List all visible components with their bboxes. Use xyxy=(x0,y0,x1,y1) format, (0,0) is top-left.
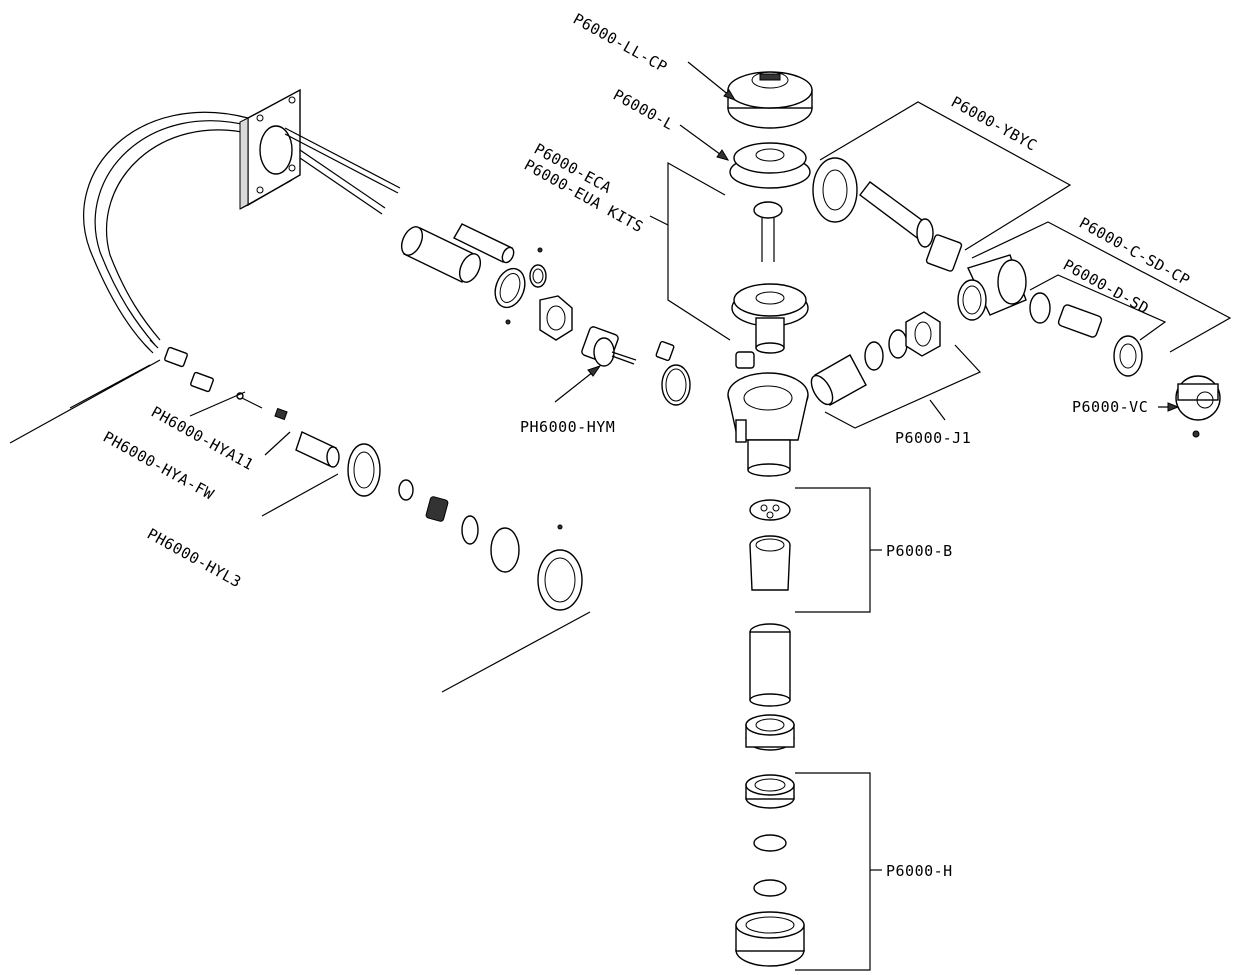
label-ll-cp: P6000-LL-CP xyxy=(570,10,670,77)
label-vc: P6000-VC xyxy=(1072,398,1148,416)
leader-lines xyxy=(9,61,1232,971)
ybyc-parts xyxy=(812,157,963,272)
label-h: P6000-H xyxy=(886,862,953,880)
label-l: P6000-L xyxy=(610,86,677,134)
sleeve-parts xyxy=(400,223,573,341)
label-hym: PH6000-HYM xyxy=(520,418,615,436)
label-j1: P6000-J1 xyxy=(895,429,971,447)
hya-small-parts xyxy=(164,346,583,611)
label-b: P6000-B xyxy=(886,542,953,560)
label-ybyc: P6000-YBYC xyxy=(948,93,1040,155)
center-column-parts xyxy=(727,71,813,967)
label-hyl3: PH6000-HYL3 xyxy=(144,525,244,592)
j1-parts xyxy=(810,311,941,406)
hym-valve xyxy=(581,326,691,406)
wall-plate-assembly xyxy=(83,88,401,354)
c-sd-cp-parts xyxy=(957,254,1221,438)
